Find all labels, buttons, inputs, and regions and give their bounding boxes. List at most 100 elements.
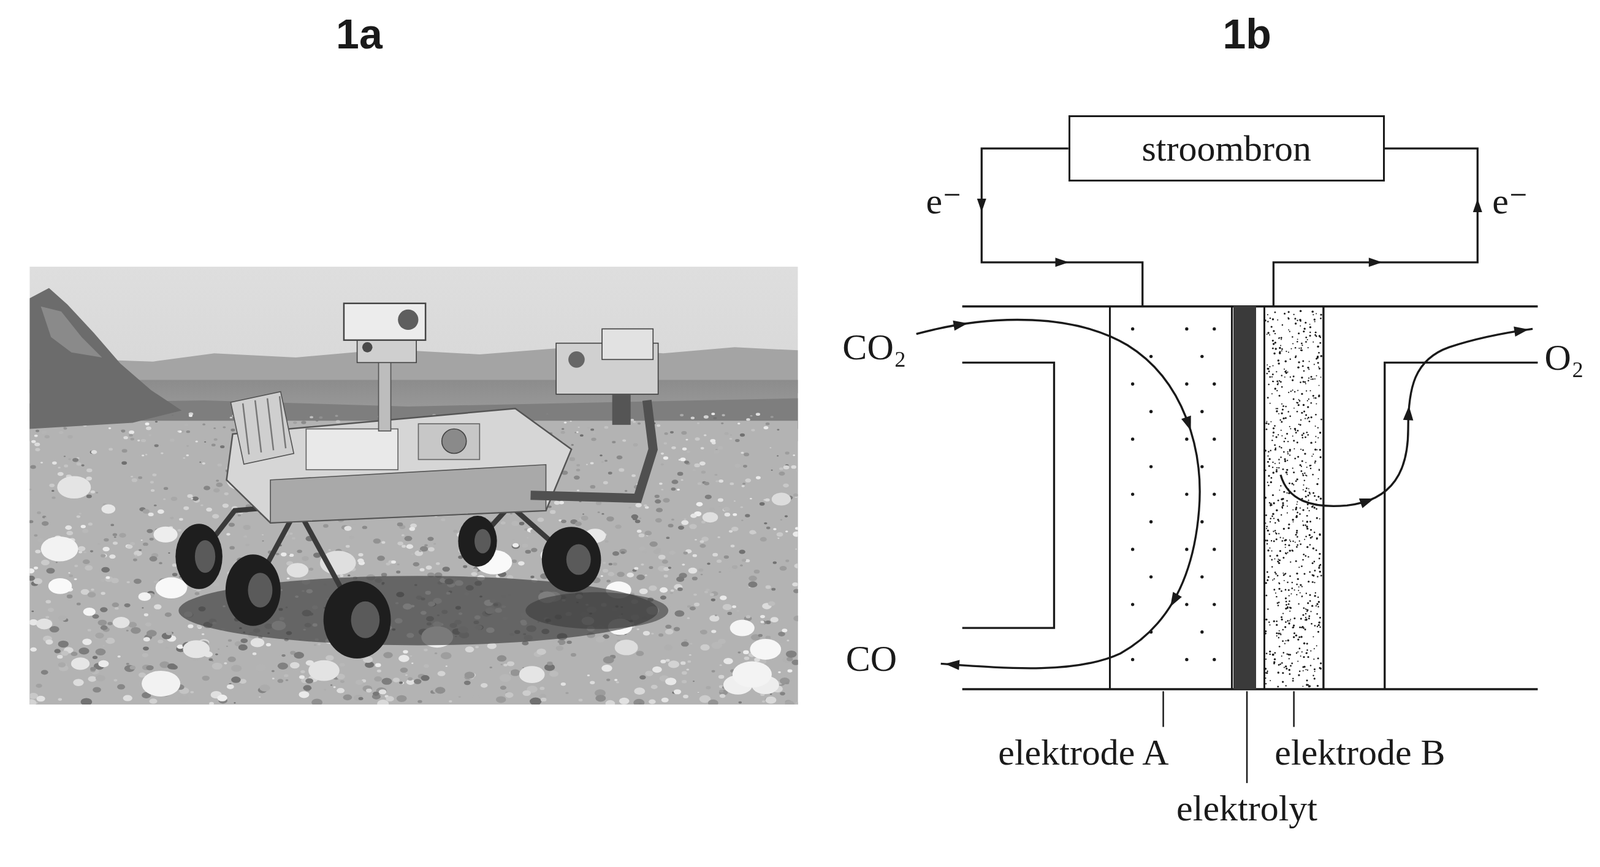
ground-speckle: [688, 567, 698, 574]
ground-speckle: [472, 694, 480, 700]
ground-speckle: [407, 677, 413, 681]
ground-speckle: [648, 585, 657, 591]
ground-speckle: [526, 537, 529, 539]
ground-speckle: [563, 421, 567, 424]
ground-speckle: [693, 593, 698, 596]
electrode-dot: [1314, 425, 1317, 427]
ground-speckle: [692, 576, 698, 580]
ground-speckle: [539, 693, 547, 698]
ground-speckle: [709, 592, 715, 596]
ground-speckle: [742, 464, 748, 468]
ground-speckle: [662, 497, 670, 503]
ground-speckle: [188, 414, 193, 417]
ground-speckle: [142, 646, 149, 651]
ground-speckle: [448, 700, 453, 703]
ground-speckle: [143, 636, 151, 642]
ground-speckle: [681, 519, 689, 525]
ground-speckle: [88, 522, 94, 526]
electrode-dot: [1272, 364, 1274, 366]
ground-speckle: [601, 664, 613, 672]
electrode-dot: [1265, 522, 1267, 524]
ground-speckle: [722, 603, 732, 610]
ground-speckle: [90, 549, 94, 553]
ground-speckle: [152, 473, 157, 477]
ground-speckle: [133, 578, 142, 584]
ground-speckle: [590, 484, 596, 489]
wheel: [323, 581, 392, 660]
ground-speckle: [511, 543, 520, 549]
electrode-dot: [1200, 410, 1204, 414]
electrode-dot: [1289, 376, 1292, 378]
electrode-dot: [1305, 461, 1307, 463]
electrode-dot: [1315, 605, 1317, 607]
electrode-dot: [1268, 653, 1271, 656]
ground-speckle: [309, 415, 314, 419]
ground-speckle: [681, 641, 690, 647]
ground-speckle: [141, 606, 144, 609]
electrode-dot: [1299, 540, 1301, 542]
ground-speckle: [719, 664, 723, 667]
ground-speckle: [506, 660, 515, 666]
ground-speckle: [406, 544, 414, 550]
electrode-dot: [1308, 377, 1310, 379]
ground-speckle: [570, 652, 577, 657]
ground-speckle: [227, 656, 236, 663]
ground-speckle: [358, 697, 364, 701]
ground-speckle: [724, 512, 731, 517]
ground-speckle: [654, 499, 661, 504]
electrode-dot: [1268, 375, 1271, 378]
ground-speckle: [602, 568, 609, 573]
electrode-dot: [1318, 351, 1320, 354]
ground-speckle: [200, 504, 204, 507]
ground-speckle: [334, 415, 338, 417]
ground-speckle: [732, 661, 772, 688]
ground-speckle: [150, 480, 154, 484]
ground-speckle: [362, 525, 368, 529]
ground-speckle: [83, 551, 87, 553]
drill: [612, 394, 631, 425]
ground-speckle: [465, 646, 475, 653]
ground-speckle: [768, 600, 776, 606]
ground-speckle: [100, 625, 108, 631]
ground-speckle: [674, 609, 685, 617]
electrode-dot: [1289, 539, 1291, 541]
ground-speckle: [110, 523, 115, 526]
ground-speckle: [637, 422, 641, 425]
ground-speckle: [51, 489, 55, 492]
ground-speckle: [66, 594, 73, 598]
ground-speckle: [729, 482, 734, 486]
ground-speckle: [106, 576, 111, 580]
ground-speckle: [30, 647, 37, 652]
ground-speckle: [411, 553, 414, 555]
ground-speckle: [208, 658, 213, 661]
camera-lens: [397, 309, 419, 330]
electrode-dot: [1312, 547, 1315, 550]
ground-speckle: [604, 459, 608, 462]
rover-wheels: [175, 515, 601, 659]
electrode-dot: [1200, 464, 1204, 468]
ground-speckle: [157, 509, 165, 514]
ground-speckle: [112, 532, 118, 536]
electrode-dot: [1296, 511, 1299, 514]
ground-speckle: [392, 677, 400, 682]
electrode-dot: [1319, 570, 1322, 573]
electrode-dot: [1270, 481, 1273, 484]
ground-speckle: [500, 685, 507, 690]
rover-photo: [29, 266, 798, 705]
ground-speckle: [377, 555, 385, 561]
ground-speckle: [681, 671, 688, 675]
ground-speckle: [71, 657, 90, 670]
electrode-dot: [1299, 626, 1301, 629]
ground-speckle: [67, 435, 73, 439]
ground-speckle: [330, 684, 333, 686]
ground-speckle: [560, 430, 566, 435]
ground-speckle: [677, 471, 684, 476]
ground-speckle: [700, 540, 705, 544]
ground-speckle: [663, 574, 669, 578]
ground-speckle: [638, 533, 645, 538]
electrode-dot: [1318, 366, 1320, 368]
ground-speckle: [414, 550, 423, 557]
ground-speckle: [29, 568, 35, 574]
electrode-dot: [1312, 491, 1315, 494]
